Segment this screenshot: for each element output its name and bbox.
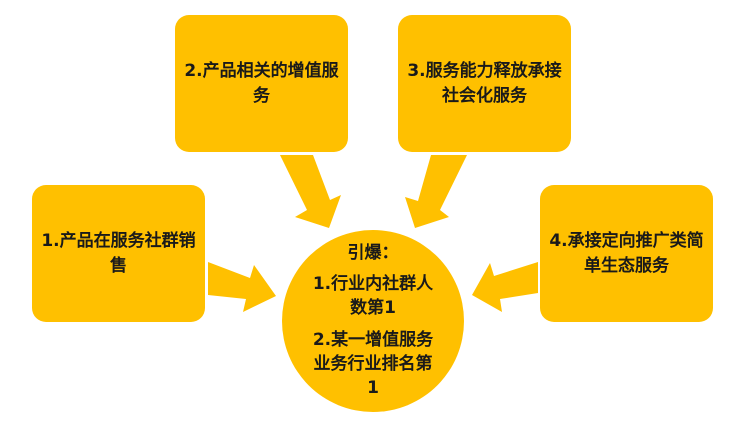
arrow-left (208, 262, 276, 312)
box-label: 2.产品相关的增值服务 (184, 60, 339, 106)
box-ecosystem-services: 4.承接定向推广类简单生态服务 (540, 185, 713, 322)
center-circle: 引爆： 1.行业内社群人数第1 2.某一增值服务业务行业排名第1 (282, 230, 464, 412)
box-label: 1.产品在服务社群销售 (41, 230, 196, 276)
arrow-right (472, 262, 538, 312)
box-product-sales: 1.产品在服务社群销售 (32, 185, 205, 322)
arrow-top-left (280, 155, 341, 228)
center-item: 2.某一增值服务业务行业排名第1 (312, 330, 434, 398)
box-socialized-services: 3.服务能力释放承接社会化服务 (398, 15, 571, 152)
box-value-added-services: 2.产品相关的增值服务 (175, 15, 348, 152)
box-label: 4.承接定向推广类简单生态服务 (549, 230, 704, 276)
box-label: 3.服务能力释放承接社会化服务 (407, 60, 562, 106)
arrow-top-right (405, 155, 467, 228)
center-item: 1.行业内社群人数第1 (312, 274, 434, 319)
center-title: 引爆： (347, 242, 399, 263)
